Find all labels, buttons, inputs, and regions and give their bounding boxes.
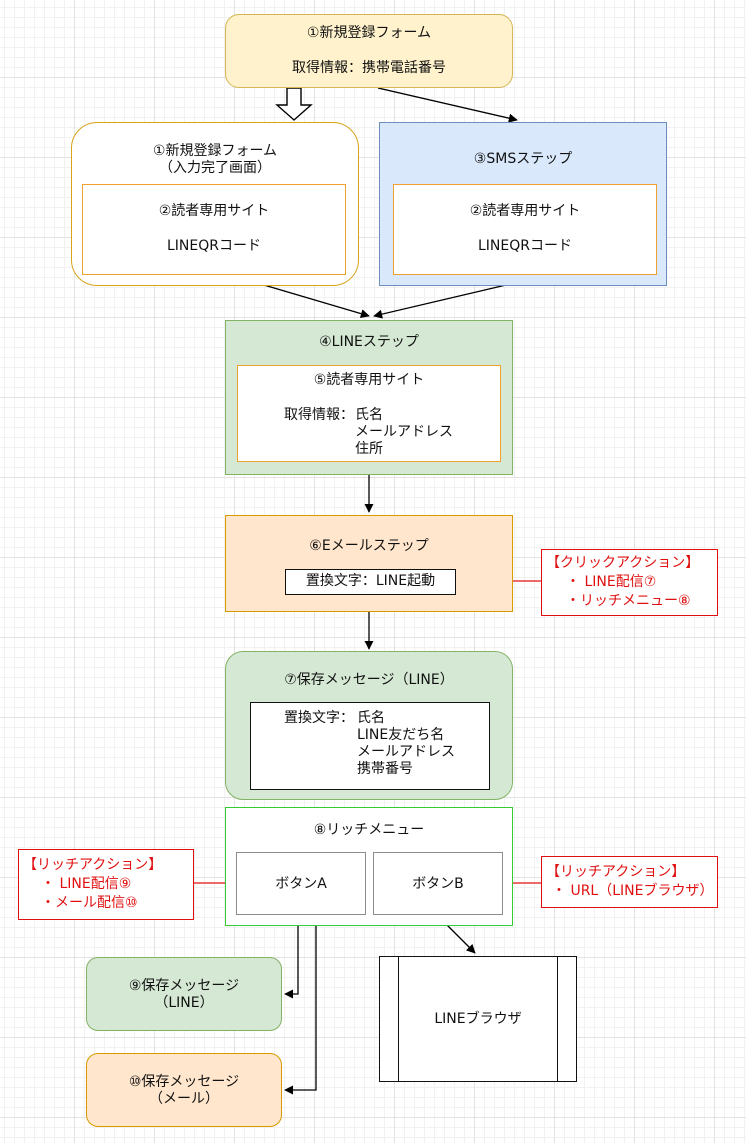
rich-action-a-items: ・ LINE配信⑨ ・メール配信⑩ [41,876,138,911]
node-saved-message-line-title: ⑦保存メッセージ（LINE） [284,672,454,688]
button-a: ボタンA [236,852,366,915]
node-signup-complete-inner: ②読者専用サイト LINEQRコード [82,184,346,275]
node-sms-step-title: ③SMSステップ [473,151,573,167]
line-qr-code: LINEQRコード [478,238,572,254]
rich-action-b-items: ・ URL（LINEブラウザ） [552,883,714,899]
node-saved-message-mail-10: ⑩保存メッセージ （メール） [86,1053,282,1127]
process-bar-left [398,957,399,1081]
click-action-items: ・ LINE配信⑦ ・リッチメニュー⑧ [566,574,691,609]
edge-buttonA-node9 [284,915,299,999]
node-email-step: ⑥Eメールステップ 置換文字：LINE起動 [225,515,513,612]
reader-site-title: ②読者専用サイト [469,203,581,219]
button-b-label: ボタンB [412,876,464,892]
rich-action-b-title: 【リッチアクション】 [546,864,686,880]
edge-node3-node4 [373,284,507,319]
node-rich-menu-title: ⑧リッチメニュー [313,822,425,838]
block-arrow [275,87,313,121]
button-a-label: ボタンA [275,876,327,892]
reader-site-title: ⑤読者専用サイト [313,372,425,388]
edge-node1-node3 [377,87,518,123]
node-line-step: ④LINEステップ ⑤読者専用サイト 取得情報： 氏名 メールアドレス 住所 [225,320,513,475]
rich-action-b-note: 【リッチアクション】 ・ URL（LINEブラウザ） [541,856,718,908]
rich-action-a-note: 【リッチアクション】 ・ LINE配信⑨ ・メール配信⑩ [18,849,194,920]
reader-site-title: ②読者専用サイト [158,203,270,219]
node-signup-form-detail: 取得情報：携帯電話番号 [292,60,446,76]
replace-text-line-launch: 置換文字：LINE起動 [285,569,456,595]
rich-action-a-title: 【リッチアクション】 [23,857,163,873]
node-saved-message-line-9: ⑨保存メッセージ （LINE） [86,957,282,1031]
node-email-step-title: ⑥Eメールステップ [309,538,429,554]
node-rich-menu: ⑧リッチメニュー ボタンA ボタンB [225,807,513,926]
node-sms-step-inner: ②読者専用サイト LINEQRコード [393,184,657,275]
node-signup-form-title: ①新規登録フォーム [306,25,432,41]
node-signup-complete: ①新規登録フォーム （入力完了画面） ②読者専用サイト LINEQRコード [71,122,359,286]
line-qr-code: LINEQRコード [167,238,261,254]
node-sms-step: ③SMSステップ ②読者専用サイト LINEQRコード [379,122,667,286]
node-saved-message-mail-10-title: ⑩保存メッセージ （メール） [128,1074,240,1107]
acquired-info-label: 取得情報： [284,407,354,423]
edge-buttonA-node10 [284,915,317,1095]
node-signup-form: ①新規登録フォーム 取得情報：携帯電話番号 [225,14,513,88]
click-action-note: 【クリックアクション】 ・ LINE配信⑦ ・リッチメニュー⑧ [541,549,718,616]
replace-text-label: 置換文字：LINE起動 [305,573,436,589]
line-browser-process: LINEブラウザ [379,956,577,1082]
node-line-step-title: ④LINEステップ [319,334,419,350]
replace-text-label: 置換文字： [284,710,354,726]
node-saved-message-line-inner: 置換文字： 氏名 LINE友だち名 メールアドレス 携帯番号 [250,702,490,790]
acquired-info-values: 氏名 メールアドレス 住所 [355,407,453,457]
line-browser-title: LINEブラウザ [434,1011,522,1027]
node-signup-complete-title: ①新規登録フォーム （入力完了画面） [152,143,278,176]
node-line-step-inner: ⑤読者専用サイト 取得情報： 氏名 メールアドレス 住所 [237,365,501,462]
replace-text-values: 氏名 LINE友だち名 メールアドレス 携帯番号 [357,710,455,777]
button-b: ボタンB [373,852,503,915]
node-saved-message-line-9-title: ⑨保存メッセージ （LINE） [128,978,240,1011]
process-bar-right [557,957,558,1081]
node-saved-message-line: ⑦保存メッセージ（LINE） 置換文字： 氏名 LINE友だち名 メールアドレス… [225,651,513,800]
click-action-title: 【クリックアクション】 [546,555,700,571]
